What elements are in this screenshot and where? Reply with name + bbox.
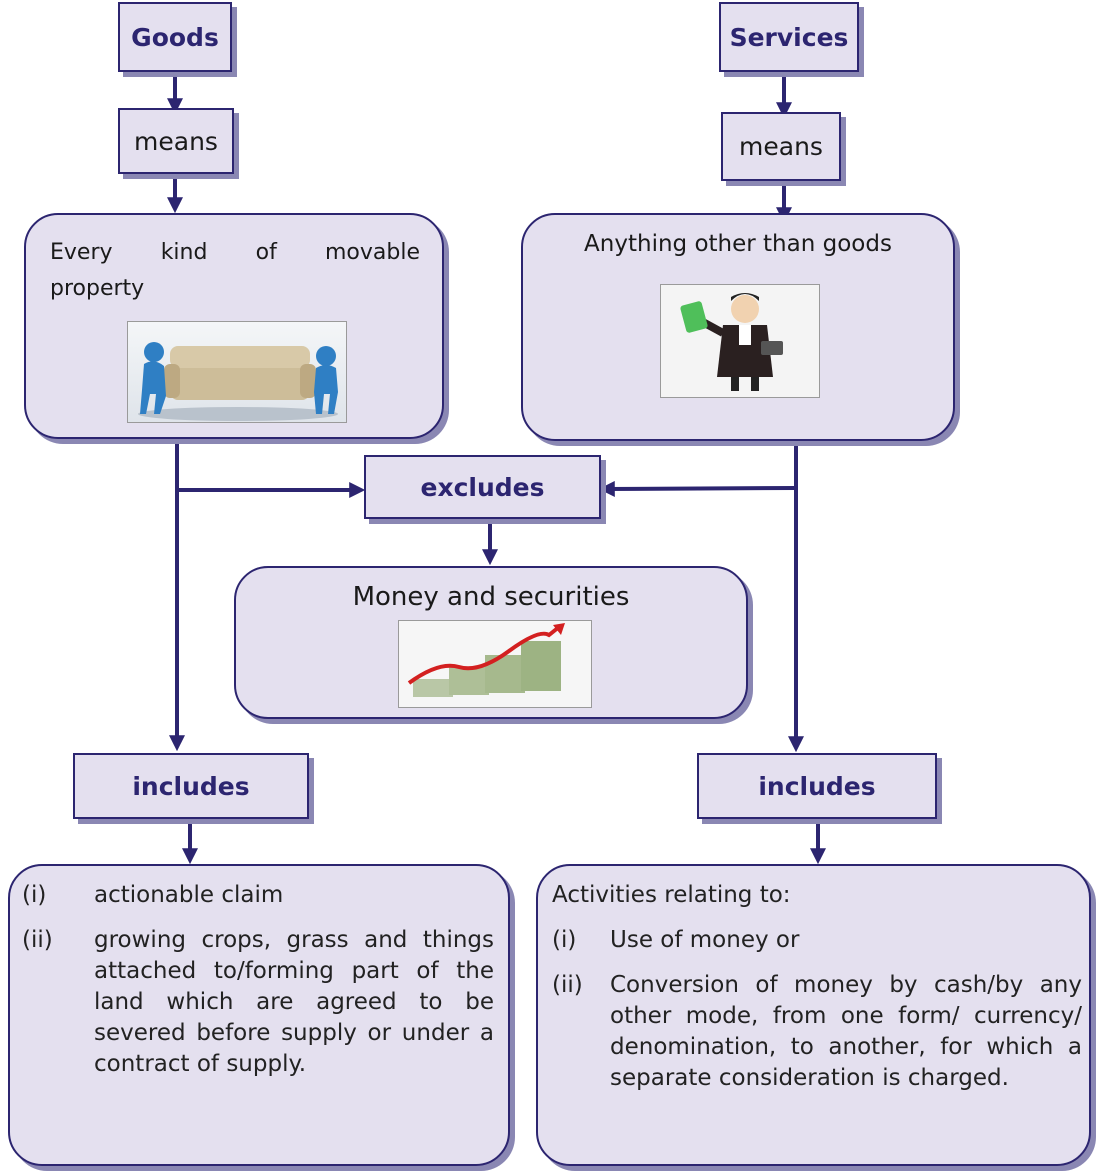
goods-includes-box: includes [73, 753, 309, 819]
services-includes-list: Activities relating to: (i) Use of money… [552, 880, 1082, 1106]
goods-box: Goods [118, 2, 232, 72]
services-includes-box: includes [697, 753, 937, 819]
services-includes-label: includes [758, 771, 876, 801]
list-item-number: (ii) [22, 927, 53, 953]
list-item-text: Conversion of money by cash/by any other… [610, 972, 1082, 1091]
list-item-number: (i) [22, 882, 47, 908]
list-item-number: (i) [552, 927, 577, 953]
services-means-box: means [721, 112, 841, 181]
people-carrying-sofa-icon [127, 321, 347, 423]
lawyer-with-money-icon [660, 284, 820, 398]
goods-means-box: means [118, 108, 234, 174]
services-includes-list-box: Activities relating to: (i) Use of money… [536, 864, 1091, 1166]
rising-money-stacks-icon [398, 620, 592, 708]
goods-title: Goods [131, 22, 219, 52]
services-title: Services [729, 22, 849, 52]
list-item: (i) actionable claim [22, 880, 494, 911]
arrow-right-to-excludes [598, 480, 797, 497]
list-item-text: actionable claim [94, 882, 284, 908]
list-item-text: Use of money or [610, 927, 800, 953]
services-box: Services [719, 2, 859, 72]
goods-means-label: means [134, 126, 218, 156]
goods-definition-text: Every kind of movable property [50, 240, 420, 301]
services-means-label: means [739, 132, 823, 161]
money-securities-box: Money and securities [234, 566, 748, 719]
goods-definition-box: Every kind of movable property [24, 213, 444, 439]
list-item-text: growing crops, grass and things attached… [94, 927, 494, 1077]
services-definition-text: Anything other than goods [584, 231, 892, 257]
list-item: (ii) Conversion of money by cash/by any … [552, 970, 1082, 1094]
list-item: (ii) growing crops, grass and things att… [22, 925, 494, 1080]
excludes-box: excludes [364, 455, 601, 519]
goods-includes-list-box: (i) actionable claim (ii) growing crops,… [8, 864, 510, 1166]
money-securities-text: Money and securities [352, 582, 630, 612]
list-item: (i) Use of money or [552, 925, 1082, 956]
list-item-number: (ii) [552, 972, 583, 998]
goods-includes-label: includes [132, 771, 250, 801]
excludes-label: excludes [420, 472, 545, 502]
services-definition-box: Anything other than goods [521, 213, 955, 441]
services-includes-intro: Activities relating to: [552, 882, 791, 908]
goods-includes-list: (i) actionable claim (ii) growing crops,… [22, 880, 494, 1092]
